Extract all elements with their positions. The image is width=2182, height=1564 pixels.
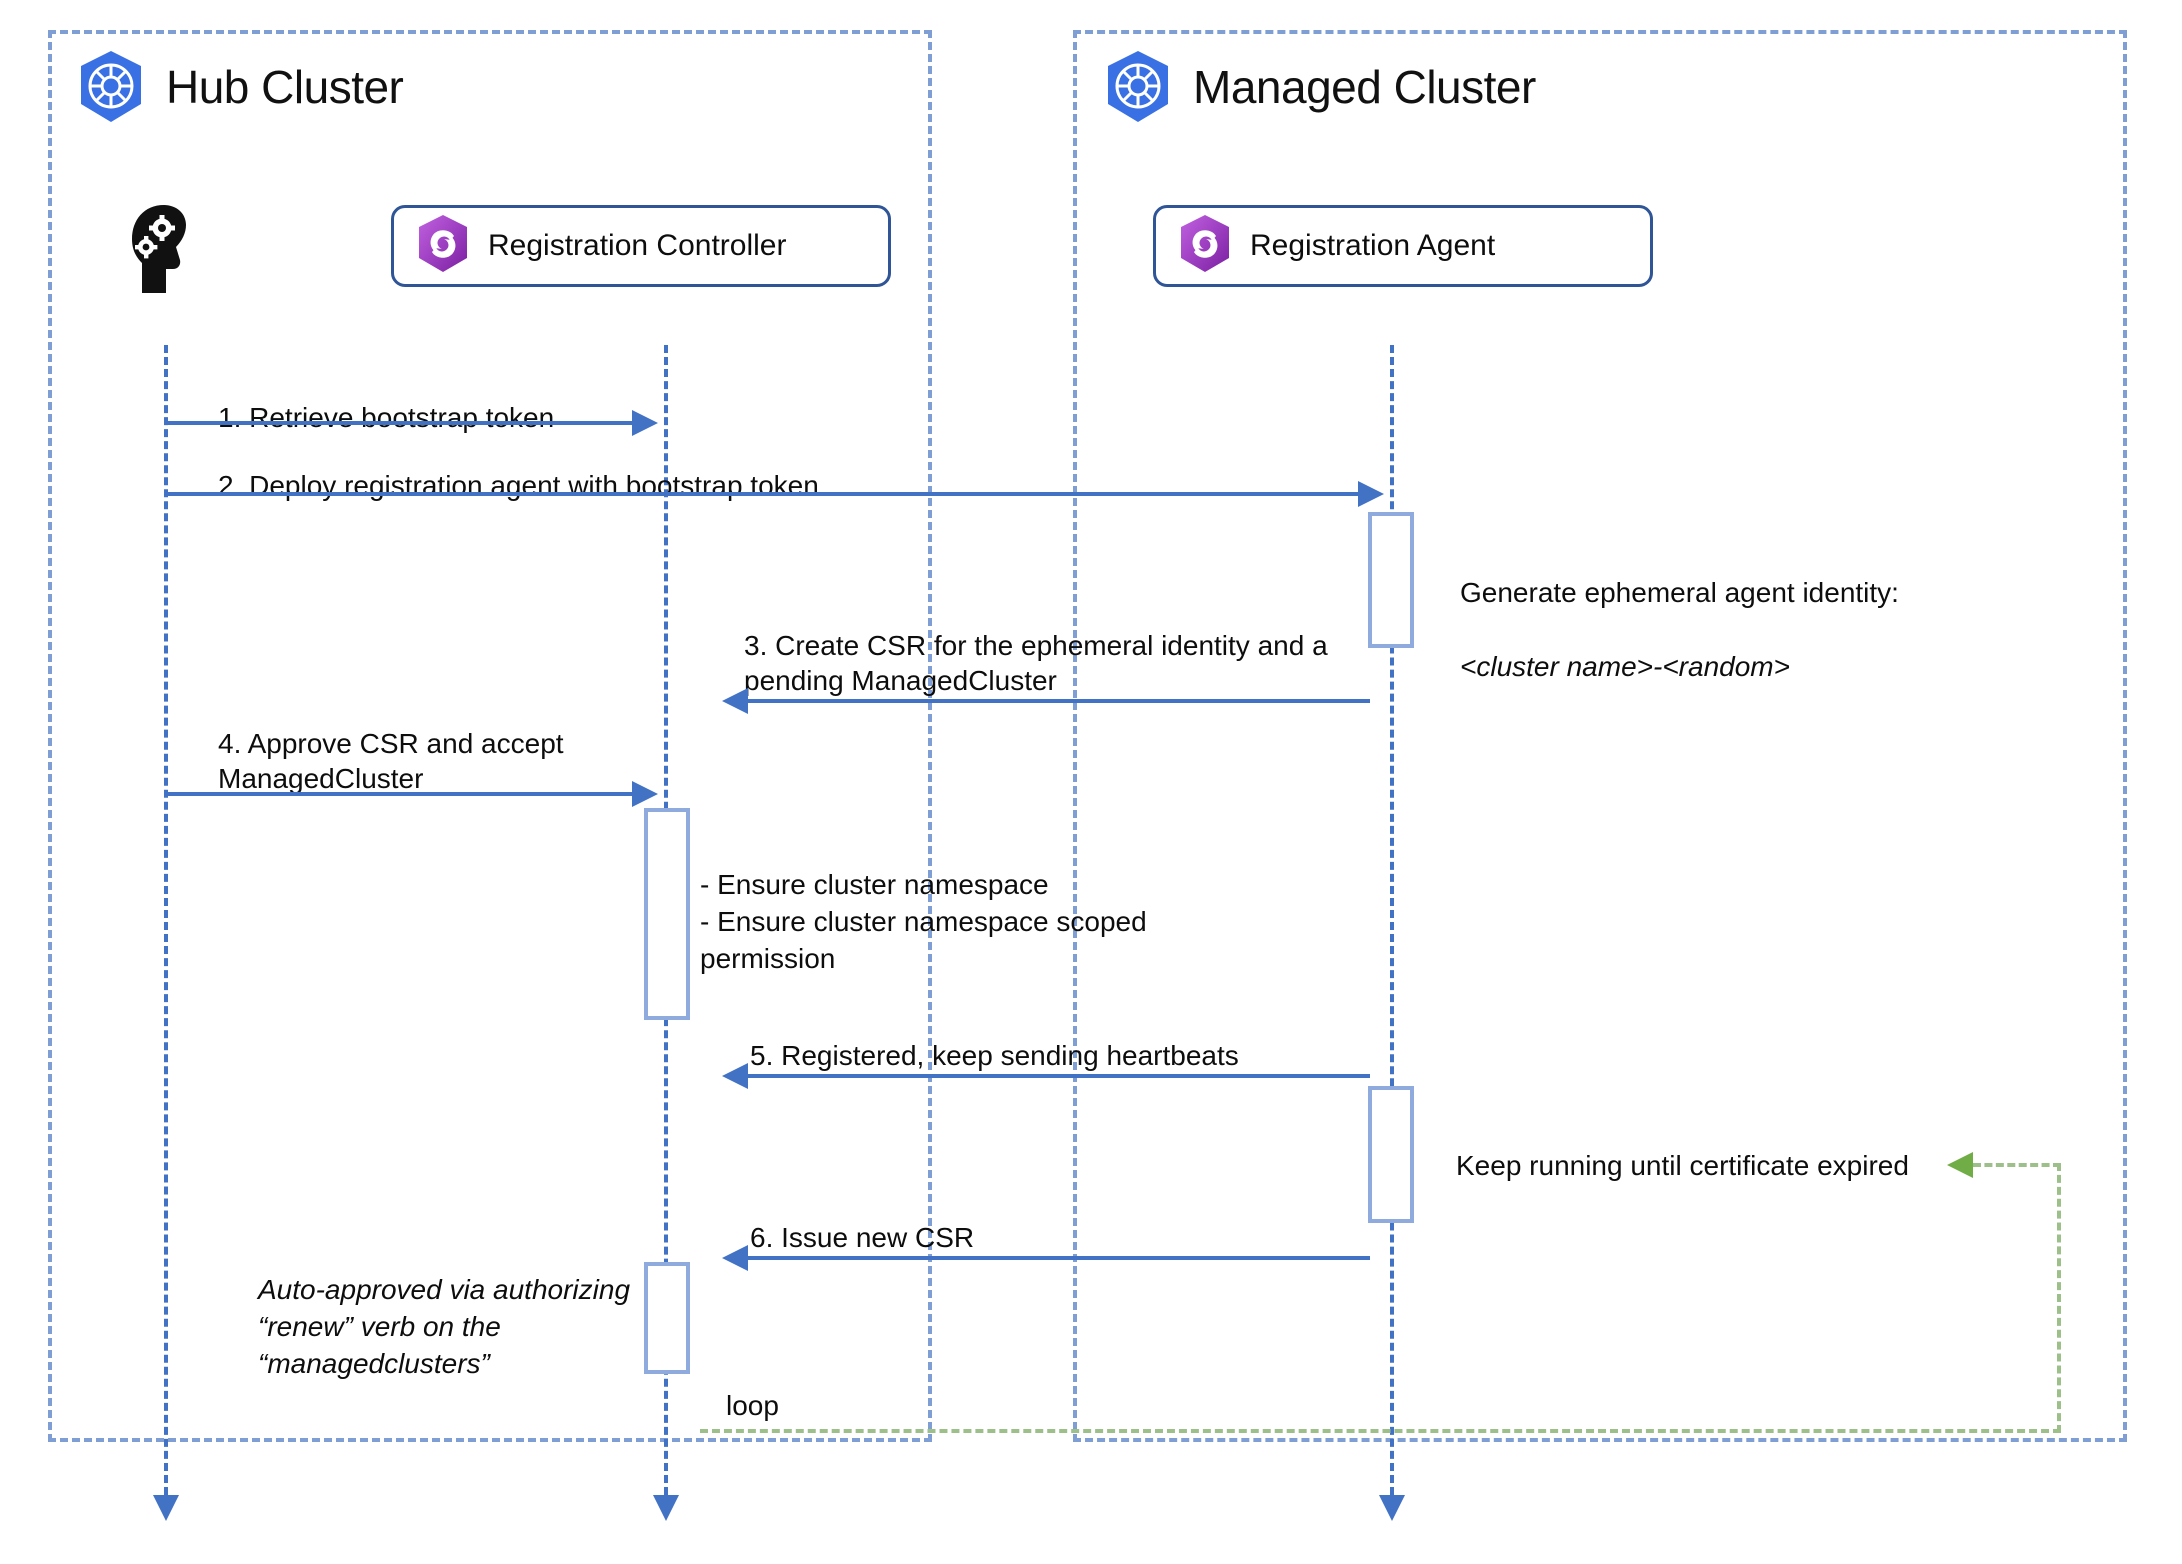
participant-label: Registration Agent xyxy=(1250,229,1496,262)
managed-cluster-boundary xyxy=(1073,30,2127,1442)
activation-controller-1 xyxy=(644,808,690,1020)
loop-bottom-segment xyxy=(700,1429,2061,1433)
lifeline-user-end-arrow xyxy=(153,1495,179,1521)
message-6-line xyxy=(748,1256,1370,1260)
message-1-label: 1. Retrieve bootstrap token xyxy=(218,402,555,433)
message-6-label: 6. Issue new CSR xyxy=(750,1222,975,1253)
lifeline-agent-end-arrow xyxy=(1379,1495,1405,1521)
note-ephemeral-identity: Generate ephemeral agent identity: <clus… xyxy=(1460,538,1899,686)
hub-cluster-boundary xyxy=(48,30,932,1442)
note-controller-actions: - Ensure cluster namespace - Ensure clus… xyxy=(700,869,1147,974)
participant-label: Registration Controller xyxy=(488,229,787,262)
lifeline-registration-agent xyxy=(1390,345,1394,1495)
note-ephemeral-identity-line1: Generate ephemeral agent identity: xyxy=(1460,576,1899,608)
managed-cluster-header: Managed Cluster xyxy=(1105,50,1536,124)
message-3-arrowhead xyxy=(722,688,748,714)
participant-registration-controller[interactable]: Registration Controller xyxy=(391,205,891,287)
message-4-line xyxy=(166,792,632,796)
message-6-arrowhead xyxy=(722,1245,748,1271)
user-gear-head-icon xyxy=(126,203,206,300)
kubernetes-icon xyxy=(1105,50,1171,124)
message-5-line xyxy=(748,1074,1370,1078)
message-4-arrowhead xyxy=(632,781,658,807)
message-2-line xyxy=(166,492,1358,496)
message-1-arrowhead xyxy=(632,410,658,436)
activation-agent-1 xyxy=(1368,512,1414,648)
message-4-label: 4. Approve CSR and accept ManagedCluster xyxy=(218,728,564,794)
managed-cluster-title: Managed Cluster xyxy=(1193,61,1536,113)
ocm-icon xyxy=(1178,214,1232,279)
note-auto-approved: Auto-approved via authorizing “renew” ve… xyxy=(258,1274,631,1379)
loop-top-segment xyxy=(1973,1163,2061,1167)
message-3-line xyxy=(748,699,1370,703)
message-5-arrowhead xyxy=(722,1063,748,1089)
message-2-arrowhead xyxy=(1358,481,1384,507)
hub-cluster-header: Hub Cluster xyxy=(78,50,404,124)
message-5-label: 5. Registered, keep sending heartbeats xyxy=(750,1040,1239,1071)
loop-label: loop xyxy=(726,1390,779,1421)
message-3-label: 3. Create CSR for the ephemeral identity… xyxy=(744,630,1328,696)
activation-controller-2 xyxy=(644,1262,690,1374)
activation-agent-2 xyxy=(1368,1086,1414,1223)
hub-cluster-title: Hub Cluster xyxy=(166,61,404,113)
message-1-line xyxy=(166,421,632,425)
loop-right-segment xyxy=(2057,1163,2061,1433)
ocm-icon xyxy=(416,214,470,279)
note-ephemeral-identity-line2: <cluster name>-<random> xyxy=(1460,650,1790,682)
loop-arrowhead-icon xyxy=(1947,1152,1973,1178)
note-keep-running: Keep running until certificate expired xyxy=(1456,1150,1909,1181)
message-2-label: 2. Deploy registration agent with bootst… xyxy=(218,470,819,501)
kubernetes-icon xyxy=(78,50,144,124)
lifeline-user xyxy=(164,345,168,1495)
participant-registration-agent[interactable]: Registration Agent xyxy=(1153,205,1653,287)
lifeline-controller-end-arrow xyxy=(653,1495,679,1521)
